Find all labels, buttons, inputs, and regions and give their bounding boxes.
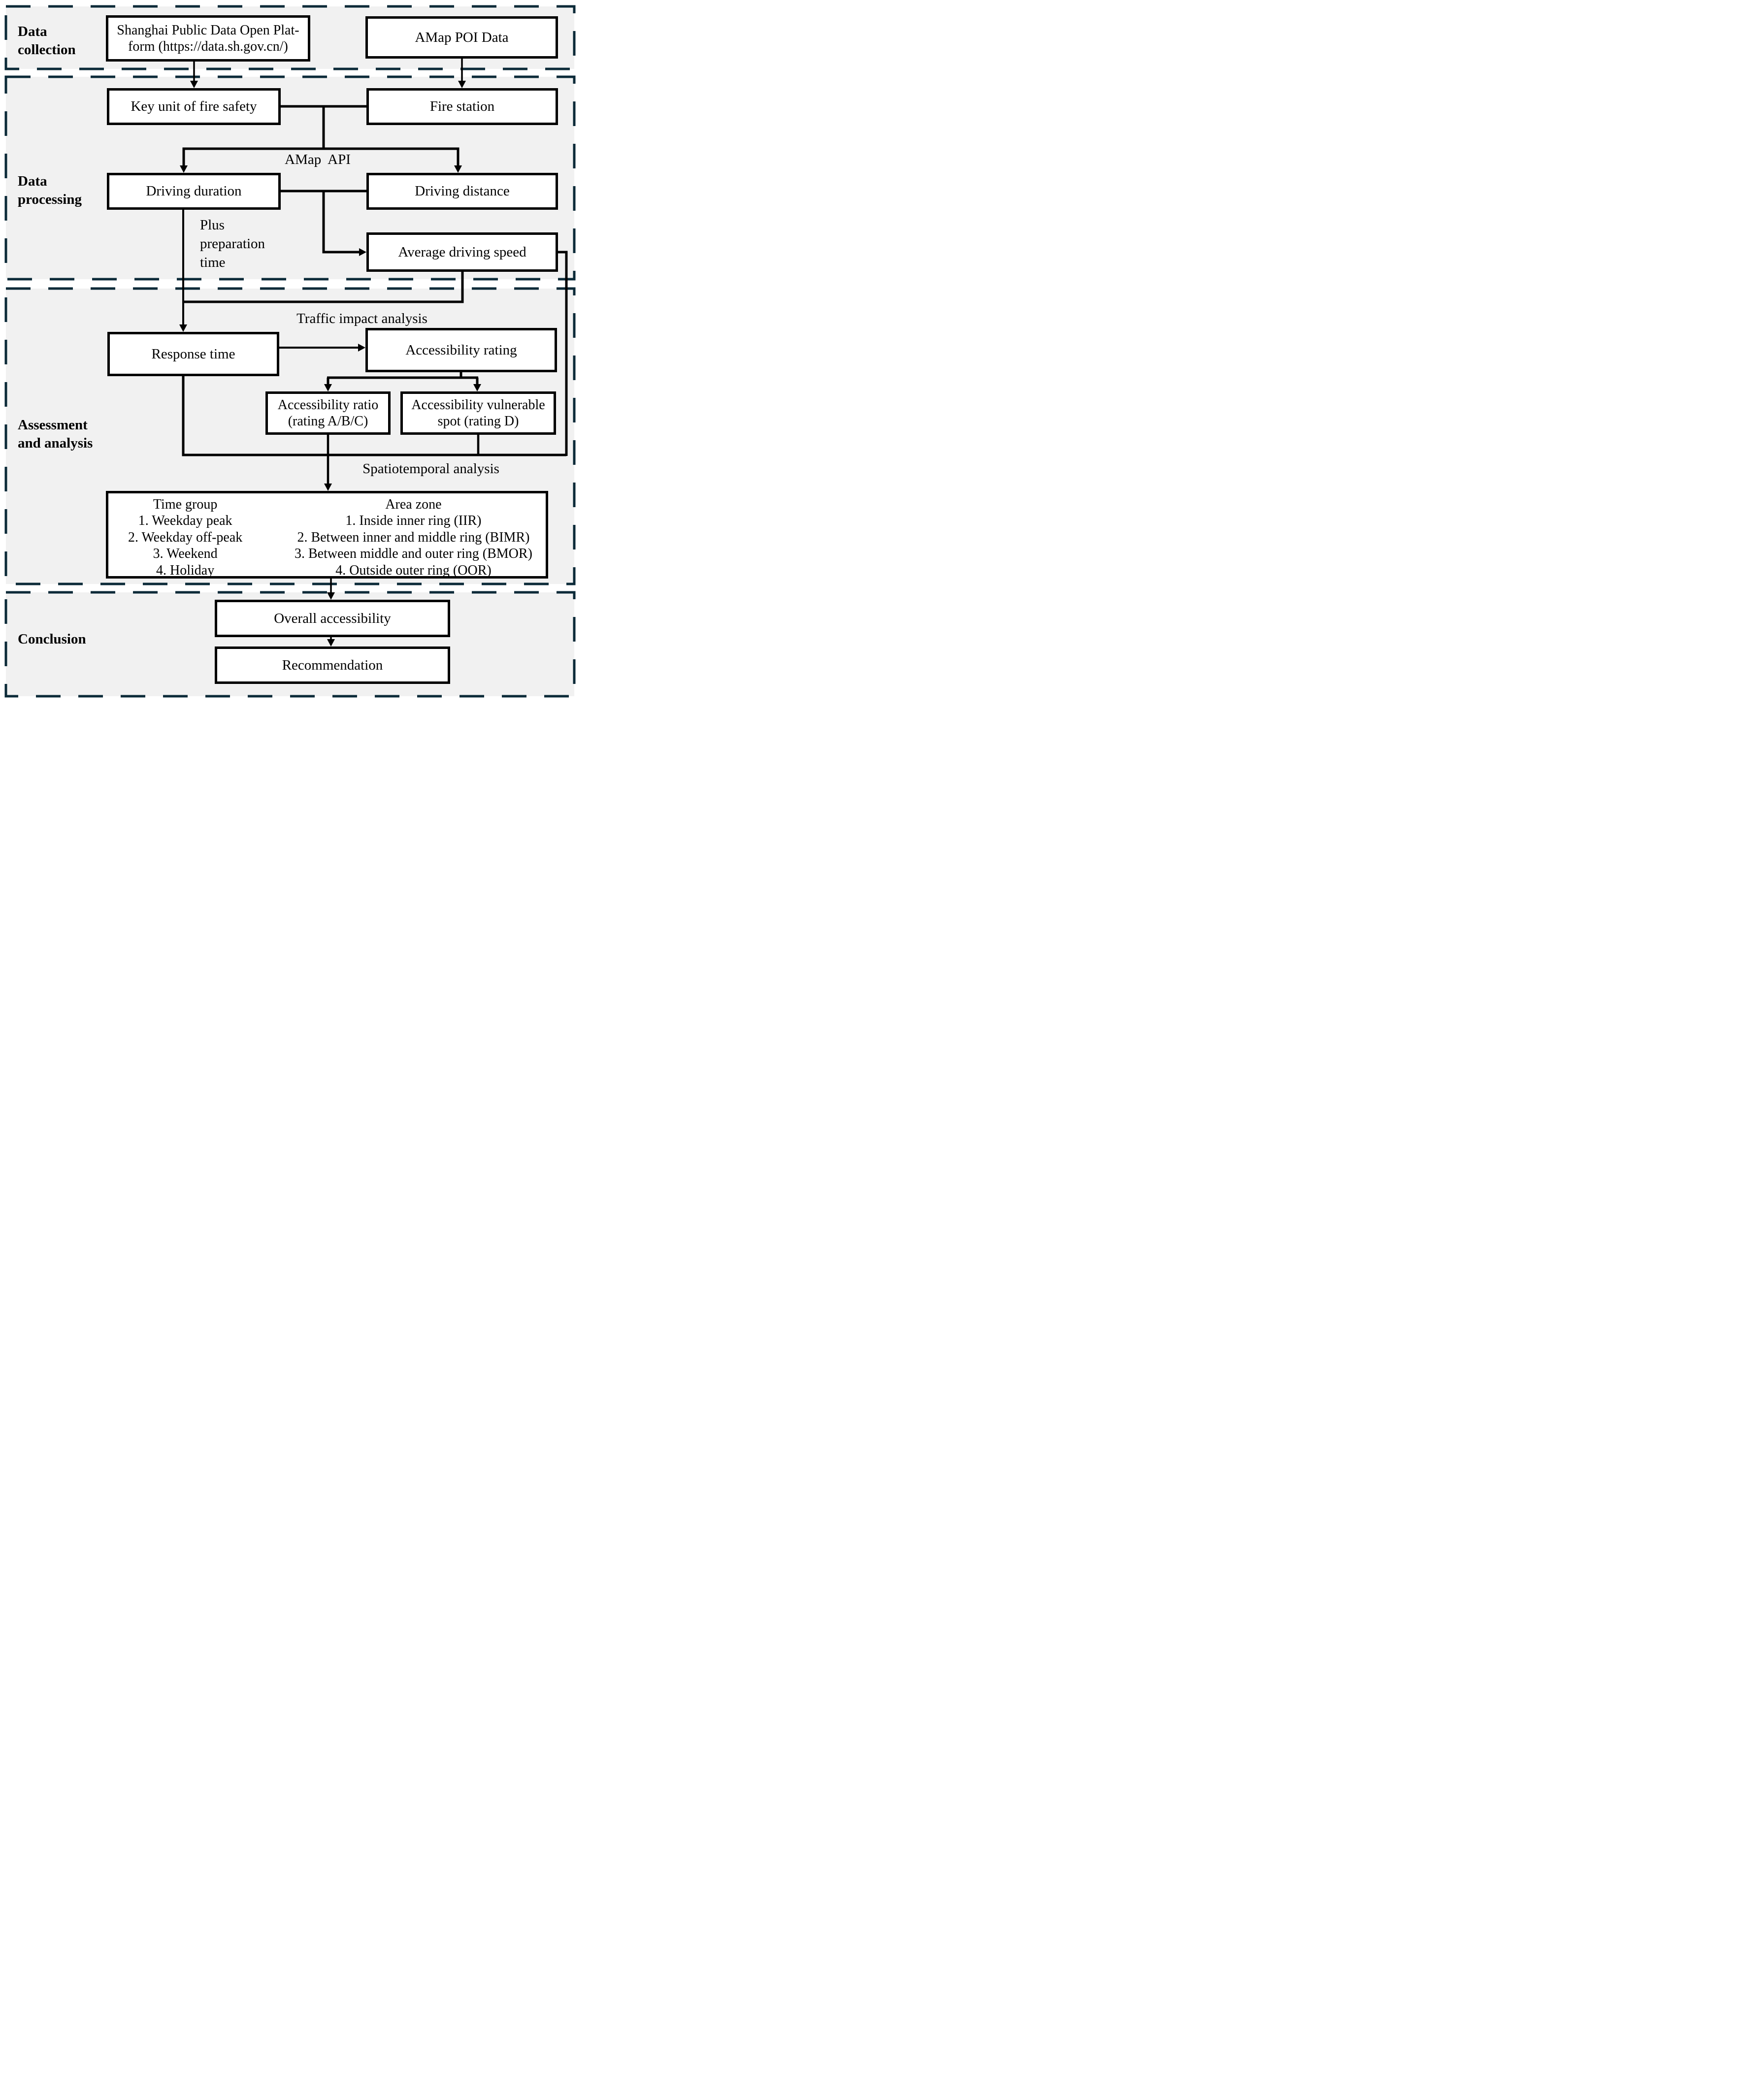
time-group-item: 1. Weekday peak	[138, 513, 232, 529]
arrowhead-into-duration	[180, 165, 188, 173]
area-zone-item: 2. Between inner and middle ring (BIMR)	[297, 529, 530, 545]
methodology-flowchart: Data collection Data processing Assessme…	[0, 0, 580, 700]
vulnerable-spot-line2: spot (rating D)	[437, 414, 519, 429]
connector-speed-right-down	[556, 251, 568, 456]
arrowhead-into-overall	[327, 592, 335, 600]
time-group-column: Time group 1. Weekday peak 2. Weekday of…	[128, 496, 242, 579]
overall-accessibility-label: Overall accessibility	[274, 610, 391, 626]
driving-duration-label: Driving duration	[146, 183, 242, 199]
connector-rating-branch	[327, 370, 479, 386]
arrowhead-into-response-time	[179, 324, 187, 332]
area-zone-item: 3. Between middle and outer ring (BMOR)	[295, 546, 532, 562]
annotation-amap-api: AMap API	[285, 152, 351, 167]
shanghai-line1: Shanghai Public Data Open Plat-	[117, 23, 299, 38]
section-label-data-processing: Data processing	[18, 173, 82, 207]
box-fire-station: Fire station	[366, 88, 558, 125]
section-label-data-collection: Data collection	[18, 24, 76, 58]
box-key-unit: Key unit of fire safety	[107, 88, 281, 125]
driving-distance-label: Driving distance	[415, 183, 510, 199]
vulnerable-spot-line1: Accessibility vulnerable	[411, 397, 545, 413]
recommendation-label: Recommendation	[282, 657, 383, 673]
connector-to-average-speed	[322, 190, 361, 254]
section-label-conclusion: Conclusion	[18, 631, 86, 647]
arrowhead-into-rating	[358, 344, 365, 352]
fire-station-label: Fire station	[429, 98, 495, 114]
annotation-traffic-impact: Traffic impact analysis	[296, 311, 427, 326]
amap-poi-label: AMap POI Data	[415, 29, 509, 45]
arrowhead-into-vulnerable-spot	[473, 384, 481, 391]
accessibility-ratio-line2: (rating A/B/C)	[288, 414, 368, 429]
area-zone-item: 1. Inside inner ring (IIR)	[345, 513, 482, 529]
time-group-item: 2. Weekday off-peak	[128, 529, 243, 545]
box-driving-distance: Driving distance	[366, 173, 558, 210]
time-group-item: 4. Holiday	[156, 562, 215, 578]
annotation-spatiotemporal: Spatiotemporal analysis	[362, 461, 499, 477]
box-accessibility-rating: Accessibility rating	[365, 328, 557, 372]
arrowhead-into-distance	[454, 165, 462, 173]
area-zone-column: Area zone 1. Inside inner ring (IIR) 2. …	[295, 496, 532, 579]
shanghai-line2: form (https://data.sh.gov.cn/)	[128, 39, 288, 54]
accessibility-rating-label: Accessibility rating	[405, 342, 517, 358]
box-recommendation: Recommendation	[215, 646, 450, 684]
box-overall-accessibility: Overall accessibility	[215, 600, 450, 637]
connector-speed-to-traffic-collector	[183, 270, 464, 303]
time-group-item: 3. Weekend	[153, 546, 218, 562]
box-shanghai-platform: Shanghai Public Data Open Plat- form (ht…	[106, 15, 310, 62]
area-zone-item: 4. Outside outer ring (OOR)	[335, 562, 492, 578]
average-speed-label: Average driving speed	[398, 244, 526, 260]
response-time-label: Response time	[151, 346, 235, 362]
arrowhead-into-average-speed	[359, 248, 366, 256]
arrowhead-into-firestation	[458, 81, 466, 88]
box-vulnerable-spot: Accessibility vulnerable spot (rating D)	[400, 391, 556, 435]
box-time-area-matrix: Time group 1. Weekday peak 2. Weekday of…	[106, 491, 548, 579]
arrowhead-into-ratio	[324, 384, 332, 391]
box-driving-duration: Driving duration	[107, 173, 281, 210]
box-response-time: Response time	[107, 332, 279, 376]
time-group-header: Time group	[153, 497, 218, 512]
arrowhead-into-bigbox	[324, 484, 332, 491]
annotation-plus-preparation: Plus preparation time	[200, 217, 269, 270]
arrowhead-into-recommendation	[327, 639, 335, 646]
box-amap-poi: AMap POI Data	[365, 16, 558, 59]
connector-spatiotemporal-collector	[182, 374, 566, 456]
section-label-assessment: Assessment and analysis	[18, 417, 93, 451]
connector-amap-api-branch	[182, 147, 460, 167]
key-unit-label: Key unit of fire safety	[131, 98, 257, 114]
box-average-speed: Average driving speed	[366, 232, 558, 272]
area-zone-header: Area zone	[385, 497, 442, 512]
arrowhead-into-keyunit	[190, 81, 198, 88]
accessibility-ratio-line1: Accessibility ratio	[277, 397, 379, 413]
box-accessibility-ratio: Accessibility ratio (rating A/B/C)	[265, 391, 391, 435]
